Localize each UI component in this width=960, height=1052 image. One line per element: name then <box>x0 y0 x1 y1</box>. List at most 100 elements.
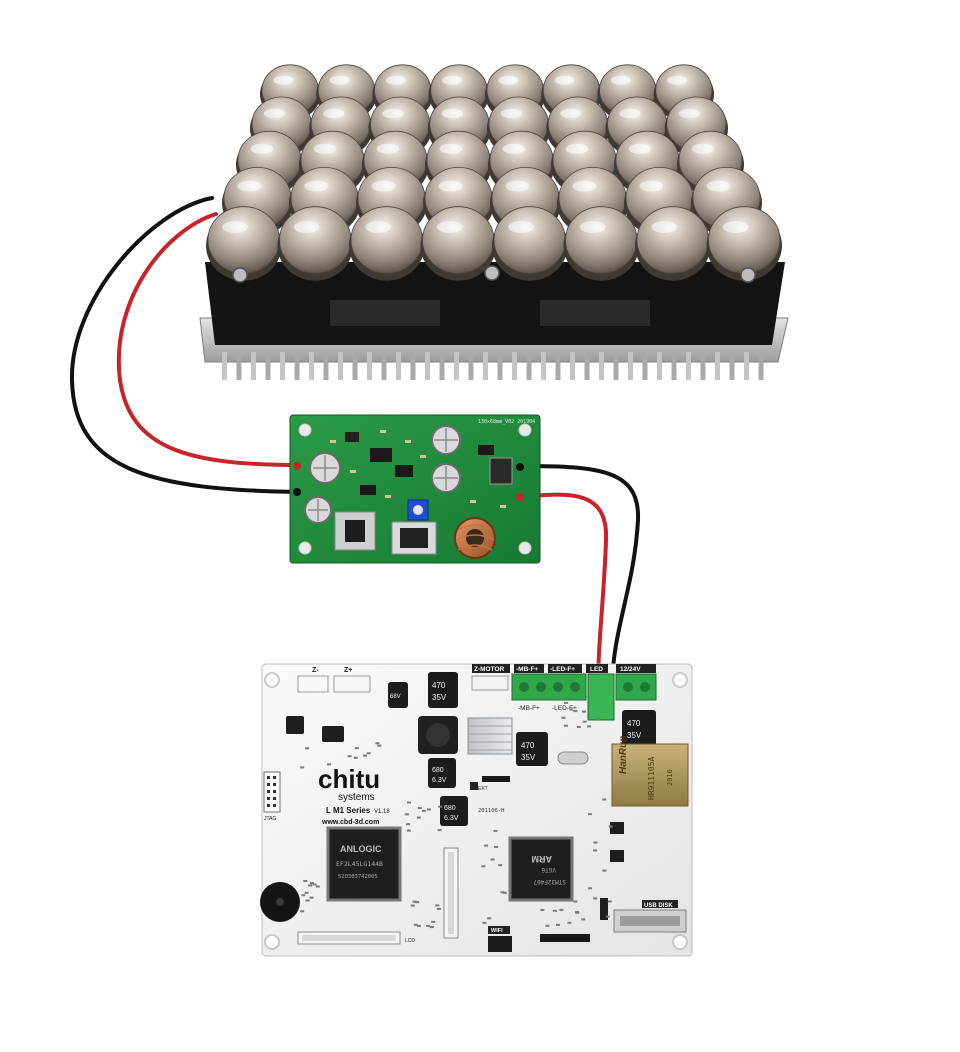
smd-component <box>347 755 352 758</box>
smd-component <box>602 869 607 872</box>
lens <box>493 206 566 274</box>
smd-component <box>406 823 411 826</box>
screw-icon <box>740 267 756 283</box>
capacitor-small <box>388 682 408 708</box>
header-pin <box>267 804 270 807</box>
label-led-fan-top: -LED-F+ <box>550 666 575 673</box>
smd-component <box>410 904 415 907</box>
smd-component <box>413 923 418 926</box>
lens-highlight <box>722 221 749 233</box>
label-mb-fan: -MB-F+ <box>516 666 538 673</box>
capacitor-680-63v-b <box>440 796 468 826</box>
smd-component <box>431 920 436 923</box>
smd-component <box>309 882 314 885</box>
lens-highlight <box>382 108 404 119</box>
heatsink-fin <box>642 352 648 380</box>
heatsink-fin <box>222 352 227 380</box>
website-label: www.cbd-3d.com <box>321 819 379 826</box>
lens <box>636 206 709 274</box>
heatsink-fin <box>251 352 256 380</box>
smd-component <box>564 701 569 704</box>
cap-label: 6.3V <box>432 777 447 784</box>
lens-highlight <box>678 108 700 119</box>
smd-component <box>605 915 610 918</box>
smd-component <box>588 887 593 890</box>
lens <box>279 206 352 274</box>
wire-red-power <box>520 492 609 692</box>
smd-component <box>540 909 545 911</box>
cap-label: 68V <box>390 694 401 700</box>
smd-component <box>559 908 564 911</box>
capacitor-470-35v-c <box>516 732 548 766</box>
header-pin <box>273 783 276 786</box>
label-z-minus: Z- <box>312 667 319 674</box>
heatsink-fin <box>613 352 619 380</box>
heatsink-fin <box>758 352 764 380</box>
wire-black-led <box>69 196 302 494</box>
lens-highlight <box>508 221 535 233</box>
chitu-mainboard: Z- Z+ Z-MOTOR -MB-F+ -LED-F+ LED 12/24V … <box>260 663 693 957</box>
heatsink-fin <box>323 352 329 380</box>
smd-component <box>582 710 586 713</box>
fpga-brand: ANLOGIC <box>340 844 382 854</box>
smd-component <box>417 807 422 809</box>
heatsink-fin <box>352 352 358 380</box>
heatsink-fin <box>396 352 401 380</box>
cap-label: 35V <box>432 693 447 702</box>
jtag-header <box>263 771 281 813</box>
lens-highlight <box>554 75 575 85</box>
lens-highlight <box>439 143 463 154</box>
smd-component <box>404 813 409 816</box>
lens-highlight <box>329 75 350 85</box>
heatsink-fin <box>686 352 691 380</box>
fpga-chip <box>326 826 402 902</box>
smd-component <box>500 891 505 894</box>
mcu-brand: ARM <box>532 854 553 864</box>
heatsink-fin <box>657 352 662 380</box>
brand-logo-line1: chitu <box>318 764 380 794</box>
smd-component <box>563 724 568 727</box>
smd-component <box>301 894 306 897</box>
smd-component <box>490 858 495 861</box>
lens-highlight <box>610 75 631 85</box>
capacitor-680-63v-a <box>428 758 456 788</box>
wire-red-led <box>116 212 302 467</box>
heatsink-fin <box>715 352 720 380</box>
header-pin <box>267 776 270 779</box>
heatsink-fin <box>236 352 242 380</box>
smd-component <box>482 921 487 924</box>
lens-highlight <box>323 108 345 119</box>
smd-component <box>353 756 358 759</box>
capacitor-470-35v-b <box>622 710 656 746</box>
smd-component <box>377 744 382 747</box>
heatsink-fin <box>599 352 604 380</box>
lens-highlight <box>628 143 652 154</box>
header-pin <box>267 790 270 793</box>
screw-icon <box>232 267 248 283</box>
smd-component <box>426 924 431 927</box>
smd-component <box>602 798 607 801</box>
smd-component <box>375 742 380 745</box>
smd-component <box>481 865 486 868</box>
lens-highlight <box>691 143 715 154</box>
heatsink-fin <box>294 352 300 380</box>
cap-label: 470 <box>521 741 535 750</box>
lens <box>207 206 280 274</box>
lens-highlight <box>619 108 641 119</box>
smd-component <box>493 829 498 832</box>
heatsink-fin <box>425 352 430 380</box>
label-jtag: JTAG <box>264 816 277 822</box>
smd-component <box>327 763 331 766</box>
smd-component <box>412 900 417 903</box>
pin-header <box>540 934 590 942</box>
heatsink-fin <box>526 352 532 380</box>
heatsink-fin <box>483 352 488 380</box>
smd-component <box>595 717 600 720</box>
heatsink-fin <box>338 352 343 380</box>
eth-brand: HanRun <box>618 736 629 774</box>
mcu-chip <box>508 836 574 902</box>
screw-icon <box>484 265 500 281</box>
series-label: L M1 Series <box>326 806 371 815</box>
smd-component <box>494 846 499 848</box>
header-pin <box>273 804 276 807</box>
